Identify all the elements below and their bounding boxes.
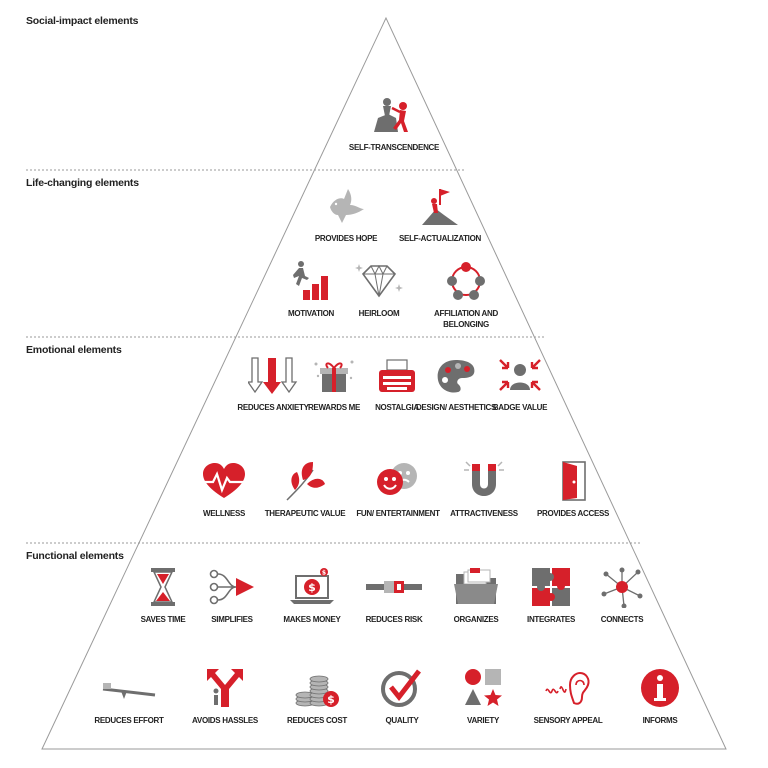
element-integrates: INTEGRATES [496, 566, 606, 625]
element-label: HEIRLOOM [358, 309, 400, 318]
element-variety: VARIETY [428, 667, 538, 726]
element-label: SENSORY APPEAL [533, 716, 603, 725]
typewriter-icon [379, 359, 415, 392]
element-heirloom: HEIRLOOM [324, 260, 434, 319]
element-self-actualization: SELF-ACTUALIZATION [385, 185, 495, 244]
element-label: BADGE VALUE [492, 403, 548, 412]
element-label: MOTIVATION [287, 309, 335, 318]
leaves-icon [286, 462, 325, 501]
element-label: REDUCES ANXIETY [237, 403, 309, 412]
tier-label-functional: Functional elements [26, 550, 124, 562]
element-reduces-effort: REDUCES EFFORT [74, 667, 184, 726]
element-connects: CONNECTS [567, 566, 677, 625]
element-attractiveness: ATTRACTIVENESS [429, 460, 539, 519]
folder-icon [454, 568, 498, 604]
tier-label-emotional: Emotional elements [26, 344, 122, 356]
element-label: SAVES TIME [140, 615, 186, 624]
element-affiliation-belonging: AFFILIATION AND BELONGING [411, 260, 521, 330]
element-therapeutic-value: THERAPEUTIC VALUE [250, 460, 360, 519]
element-design-aesthetics: DESIGN/ AESTHETICS [401, 356, 511, 413]
element-reduces-risk: REDUCES RISK [339, 566, 449, 625]
element-avoids-hassles: AVOIDS HASSLES [170, 667, 280, 726]
circle-of-people-icon [447, 262, 485, 300]
element-label: INTEGRATES [527, 615, 575, 624]
diamond-icon [355, 264, 403, 298]
element-quality: QUALITY [347, 667, 457, 726]
down-arrows-icon [248, 357, 298, 394]
tier-label-social-impact: Social-impact elements [26, 15, 139, 27]
element-nostalgia: NOSTALGIA [342, 356, 452, 413]
element-label: ORGANIZES [453, 615, 499, 624]
element-label: AVOIDS HASSLES [192, 716, 258, 725]
element-reduces-cost: $ REDUCES COST [262, 667, 372, 726]
seatbelt-icon [366, 581, 422, 593]
info-icon [641, 669, 679, 707]
hourglass-icon [151, 568, 175, 606]
element-self-transcendence: SELF-TRANSCENDENCE [339, 94, 449, 153]
split-arrow-icon [207, 669, 243, 707]
element-label: AFFILIATION AND BELONGING [434, 309, 498, 329]
laptop-dollar-icon: $ $ [290, 568, 334, 604]
lever-icon [102, 683, 156, 699]
merge-arrow-icon [209, 569, 254, 605]
element-wellness: WELLNESS [169, 460, 279, 519]
element-label: REWARDS ME [307, 403, 361, 412]
element-label: REDUCES EFFORT [94, 716, 164, 725]
palette-icon [437, 360, 475, 393]
element-organizes: ORGANIZES [421, 566, 531, 625]
tier-label-life-changing: Life-changing elements [26, 177, 139, 189]
element-provides-hope: PROVIDES HOPE [291, 185, 401, 244]
open-door-icon [562, 461, 586, 501]
gift-icon [314, 360, 354, 392]
svg-text:$: $ [327, 693, 335, 706]
element-label: INFORMS [642, 716, 678, 725]
element-reduces-anxiety: REDUCES ANXIETY [218, 356, 328, 413]
element-label: FUN/ ENTERTAINMENT [356, 509, 440, 518]
element-label: REDUCES RISK [365, 615, 423, 624]
checkmark-icon [381, 669, 421, 707]
element-label: SIMPLIFIES [211, 615, 253, 624]
masks-icon [377, 463, 417, 495]
element-label: REDUCES COST [287, 716, 347, 725]
element-motivation: MOTIVATION [256, 260, 366, 319]
network-icon [601, 567, 643, 608]
element-label: NOSTALGIA [375, 403, 419, 412]
element-label: SELF-ACTUALIZATION [399, 234, 481, 243]
element-label: PROVIDES HOPE [314, 234, 378, 243]
element-label: SELF-TRANSCENDENCE [348, 143, 440, 152]
heartbeat-icon [199, 463, 249, 498]
svg-text:$: $ [308, 581, 316, 594]
element-rewards-me: REWARDS ME [279, 356, 389, 413]
runner-bars-icon [293, 261, 328, 300]
self-transcendence-icon [374, 98, 408, 132]
element-label: THERAPEUTIC VALUE [264, 509, 346, 518]
element-label: WELLNESS [202, 509, 246, 518]
coins-icon: $ [295, 675, 339, 707]
person-arrows-icon [499, 359, 541, 391]
element-label: ATTRACTIVENESS [450, 509, 518, 518]
element-fun-entertainment: FUN/ ENTERTAINMENT [343, 460, 453, 519]
element-sensory-appeal: SENSORY APPEAL [513, 667, 623, 726]
element-saves-time: SAVES TIME [108, 566, 218, 625]
element-informs: INFORMS [605, 667, 715, 726]
shapes-icon [465, 669, 502, 706]
element-label: QUALITY [385, 716, 419, 725]
element-makes-money: $ $ MAKES MONEY [257, 566, 367, 625]
element-provides-access: PROVIDES ACCESS [518, 460, 628, 519]
element-label: PROVIDES ACCESS [536, 509, 610, 518]
element-label: VARIETY [467, 716, 499, 725]
summit-flag-icon [422, 189, 458, 225]
magnet-icon [464, 461, 504, 496]
element-label: CONNECTS [600, 615, 644, 624]
ear-icon [545, 671, 590, 705]
element-simplifies: SIMPLIFIES [177, 566, 287, 625]
puzzle-icon [532, 568, 570, 606]
dove-icon [330, 189, 364, 223]
element-label: DESIGN/ AESTHETICS [415, 403, 497, 412]
element-label: MAKES MONEY [283, 615, 341, 624]
element-badge-value: BADGE VALUE [465, 356, 575, 413]
svg-text:$: $ [322, 570, 326, 577]
